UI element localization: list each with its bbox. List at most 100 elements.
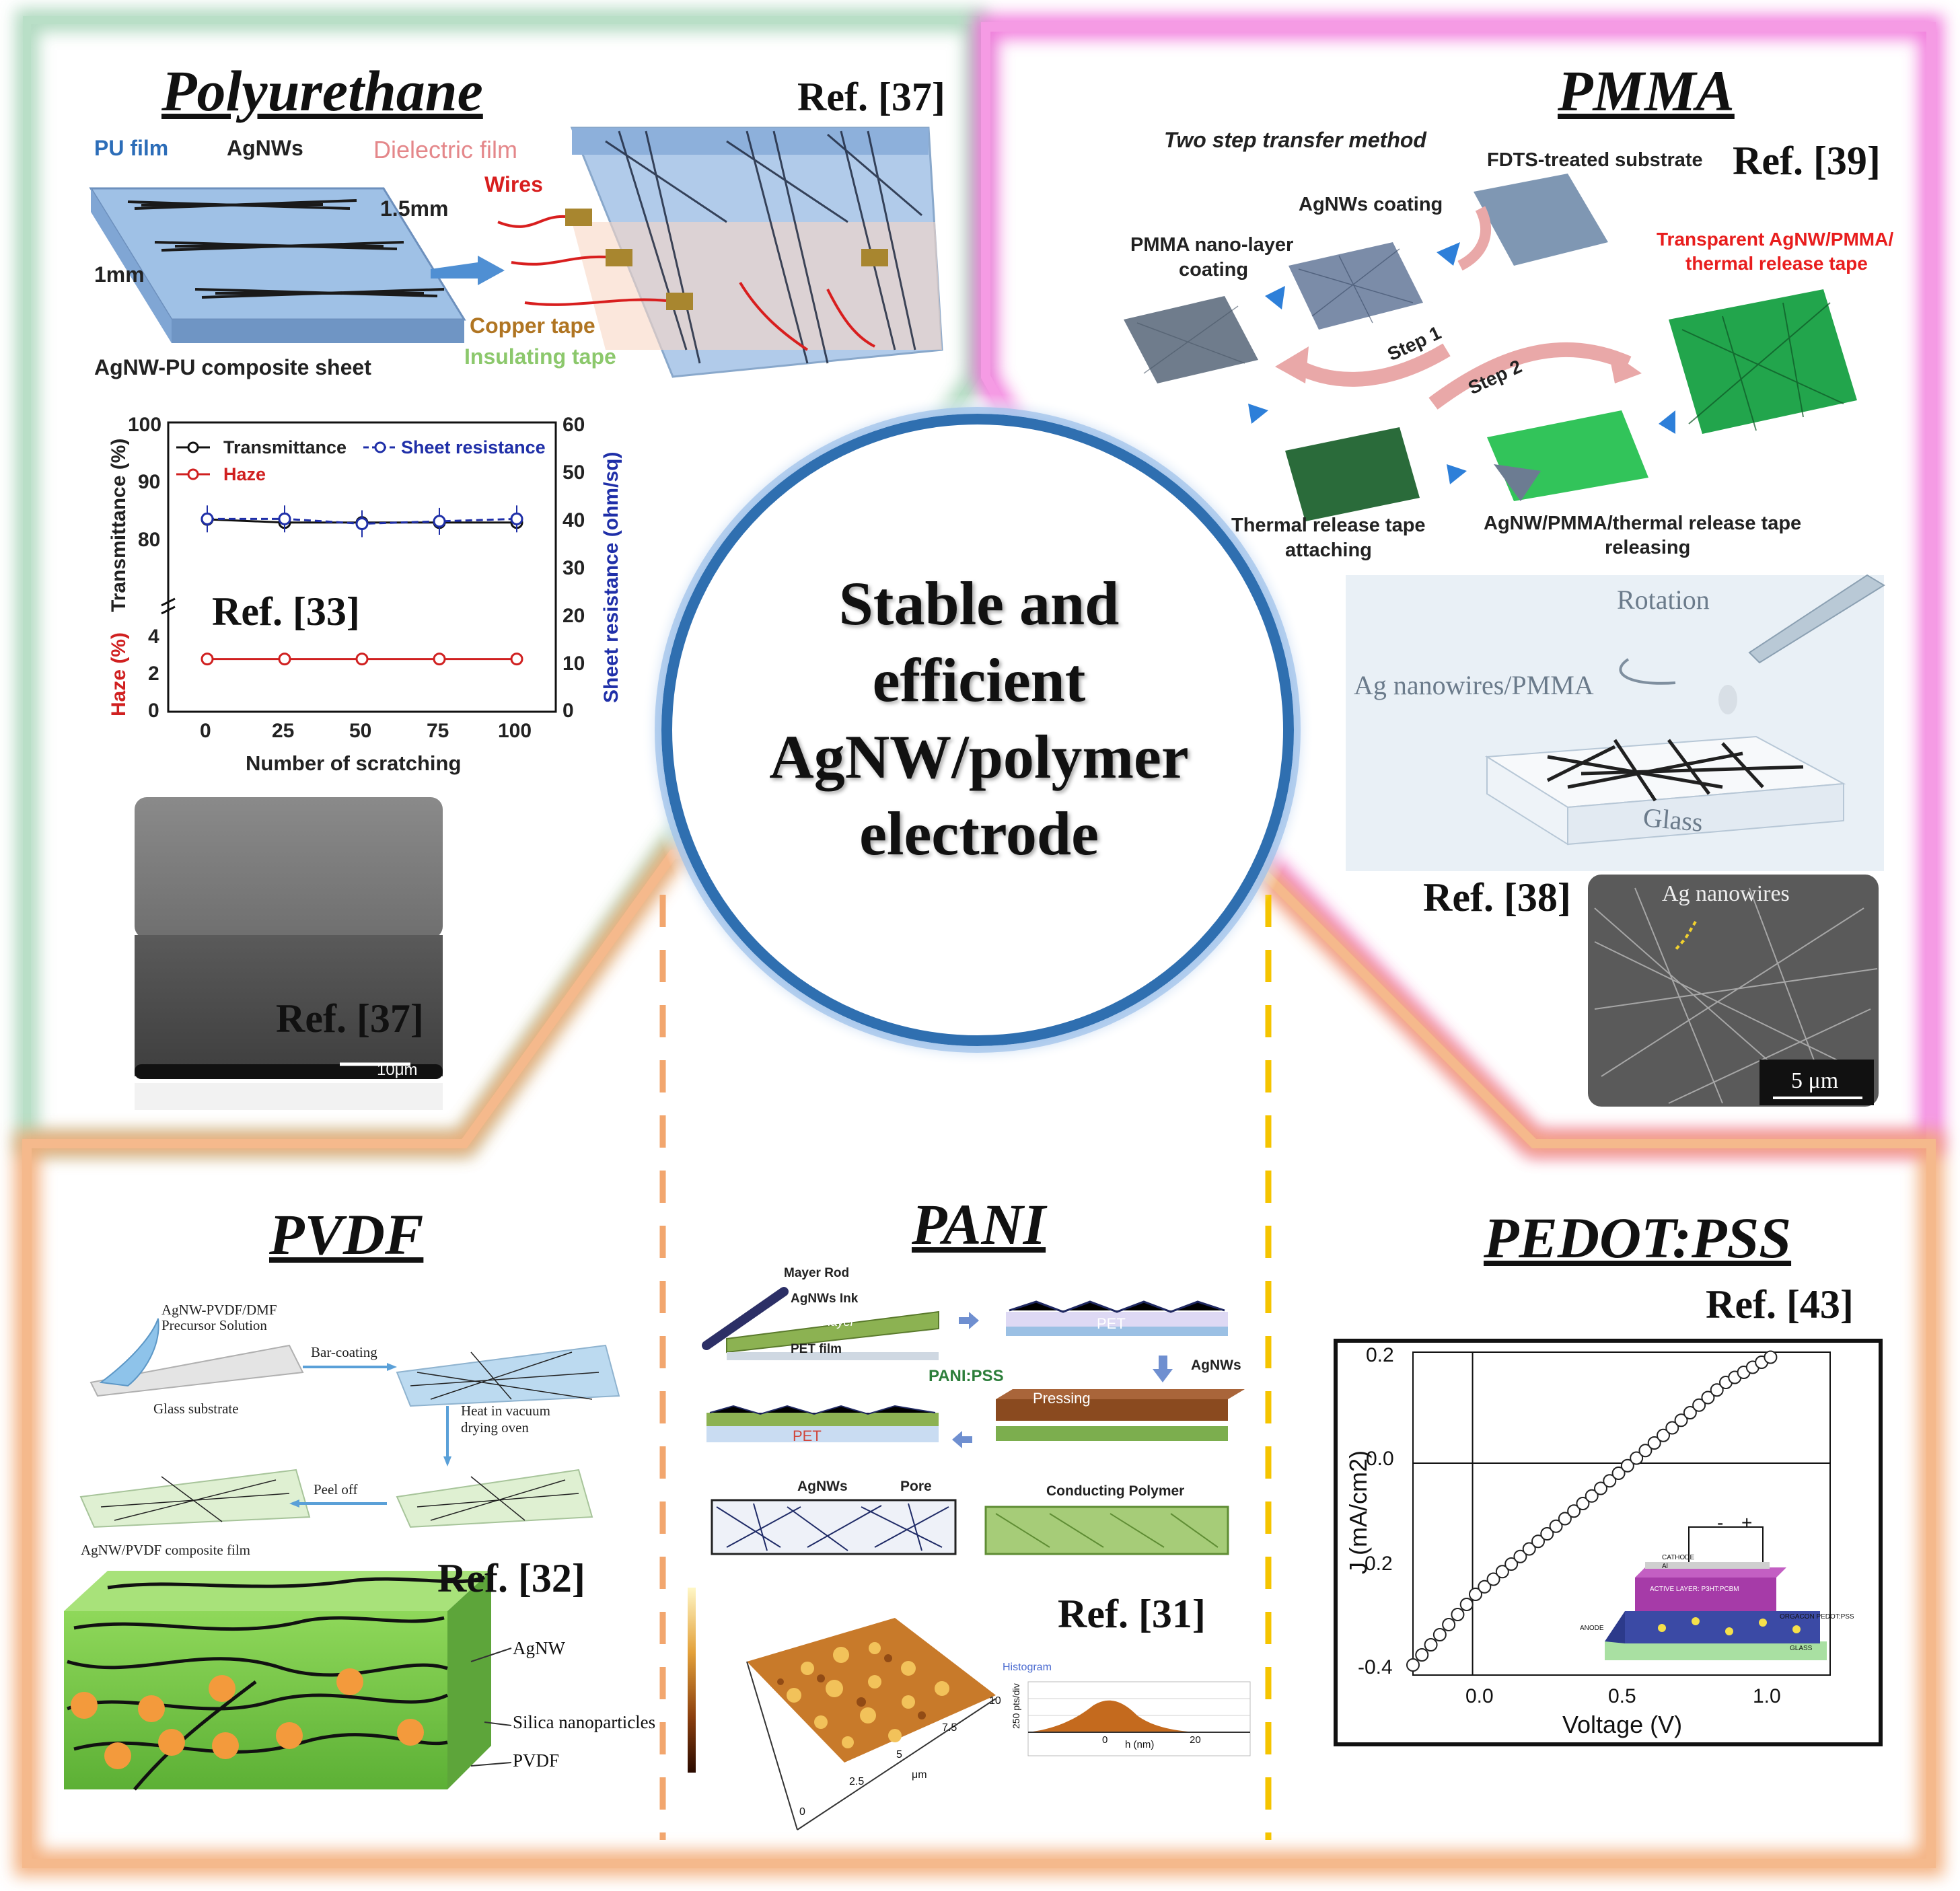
pmma-sem-nanowires-label: Ag nanowires — [1662, 881, 1790, 906]
pmma-transparent-label-1: Transparent AgNW/PMMA/ — [1657, 229, 1894, 250]
pu-y-axis-label-bottom: Haze (%) — [108, 632, 130, 716]
pedot-data-point — [1683, 1406, 1697, 1419]
pani-mayer-label: Mayer Rod — [784, 1266, 850, 1280]
pedot-cathode-sub-label: Al — [1662, 1563, 1668, 1570]
pvdf-process-schematic — [79, 1318, 620, 1528]
pedot-y-axis-label: J (mA/cm2) — [1344, 1450, 1372, 1574]
pmma-two-step-schematic — [1124, 174, 1857, 521]
pedot-data-point — [1620, 1458, 1634, 1473]
pu-right-tick-10: 10 — [562, 653, 585, 675]
pmma-sem-image — [1588, 875, 1879, 1107]
pedot-glass-label: GLASS — [1790, 1645, 1813, 1652]
pu-x-tick-0: 0 — [200, 720, 211, 742]
pedot-data-point — [1665, 1421, 1679, 1435]
pu-right-tick-40: 40 — [562, 509, 585, 531]
pani-ref: Ref. [31] — [1058, 1592, 1206, 1636]
pu-ref-top: Ref. [37] — [797, 75, 945, 119]
pedot-organic-label: ORGACON PEDOT:PSS — [1780, 1613, 1854, 1621]
pvdf-heat-label-1: Heat in vacuum — [461, 1403, 550, 1419]
pedot-data-point — [1459, 1598, 1474, 1611]
pu-film-label: PU film — [94, 136, 169, 160]
pani-pressing-label: Pressing — [1033, 1390, 1091, 1407]
pedot-data-point — [1432, 1628, 1447, 1641]
pu-x-axis-label: Number of scratching — [246, 751, 462, 775]
pu-right-tick-30: 30 — [562, 557, 585, 579]
pu-data-point — [433, 653, 446, 666]
pedot-data-point — [1638, 1444, 1653, 1458]
pu-legend-transmittance: Transmittance — [223, 437, 347, 457]
pani-pet-label: PET — [1097, 1315, 1126, 1332]
pmma-method-label: Two step transfer method — [1164, 128, 1426, 152]
pedot-data-point — [1424, 1638, 1438, 1652]
pani-title: PANI — [912, 1192, 1046, 1257]
pmma-ref-top: Ref. [39] — [1733, 139, 1881, 183]
center-title-line-4: electrode — [859, 799, 1099, 868]
pedot-data-point — [1585, 1489, 1599, 1503]
pvdf-silica-label: Silica nanoparticles — [513, 1712, 656, 1732]
pedot-data-point — [1674, 1413, 1688, 1427]
pu-sem-scale: 10μm — [377, 1061, 418, 1079]
pu-left-tick-100: 100 — [128, 414, 162, 436]
pani-afm-tick-5: 5 — [896, 1749, 902, 1760]
pmma-ref-38: Ref. [38] — [1423, 875, 1571, 920]
pmma-spin-coat-image — [1346, 574, 1885, 871]
pu-data-point — [510, 512, 523, 525]
pmma-thermal-label-2: attaching — [1285, 540, 1372, 561]
pmma-ag-pmma-label: Ag nanowires/PMMA — [1354, 670, 1594, 700]
pmma-nano-layer-label-1: PMMA nano-layer — [1130, 234, 1294, 256]
pani-hist-tick-0: 0 — [1102, 1734, 1108, 1746]
pedot-data-point — [1594, 1481, 1607, 1495]
pu-agnws-label: AgNWs — [227, 136, 303, 160]
pu-x-tick-100: 100 — [498, 720, 532, 742]
pvdf-peel-label: Peel off — [314, 1481, 358, 1497]
pmma-glass-label: Glass — [1642, 802, 1704, 838]
pedot-y-tick-0-2: 0.2 — [1366, 1344, 1394, 1366]
pedot-x-tick-1-0: 1.0 — [1753, 1685, 1781, 1707]
pvdf-bar-coating-label: Bar-coating — [311, 1344, 377, 1360]
center-title-line-3: AgNW/polymer — [769, 722, 1189, 791]
pu-data-point — [201, 653, 214, 666]
pedot-data-point — [1478, 1580, 1492, 1594]
pani-ink-label: AgNWs Ink — [791, 1292, 859, 1306]
center-title-line-1: Stable and — [838, 569, 1120, 638]
pedot-data-point — [1611, 1467, 1626, 1480]
pedot-data-point — [1486, 1572, 1500, 1586]
pedot-data-point — [1603, 1474, 1617, 1488]
center-title: Stable and efficient AgNW/polymer electr… — [713, 565, 1245, 872]
pedot-active-label: ACTIVE LAYER: P3HT:PCBM — [1650, 1586, 1739, 1593]
pu-data-point — [355, 517, 369, 530]
pedot-data-point — [1630, 1451, 1644, 1465]
pvdf-agnw-label: AgNW — [513, 1638, 565, 1658]
pu-ref-chart: Ref. [33] — [212, 589, 360, 634]
pu-chart-frame — [161, 421, 557, 713]
pu-copper-label: Copper tape — [470, 313, 595, 338]
pani-panipss-label: PANI:PSS — [929, 1367, 1004, 1385]
pu-x-tick-75: 75 — [427, 720, 449, 742]
pedot-title: PEDOT:PSS — [1484, 1206, 1792, 1270]
pvdf-title: PVDF — [269, 1202, 424, 1267]
pedot-data-point — [1540, 1527, 1554, 1541]
pani-afm-tick-7-5: 7.5 — [942, 1722, 957, 1734]
pu-x-tick-25: 25 — [272, 720, 295, 742]
pu-data-point — [278, 512, 291, 525]
pani-afm-tick-0: 0 — [799, 1806, 805, 1818]
pani-pet-film-label: PET film — [791, 1342, 842, 1356]
pu-data-point — [201, 512, 214, 525]
pu-title: Polyurethane — [161, 59, 483, 123]
pu-dim-1-5mm: 1.5mm — [380, 196, 449, 221]
pedot-data-point — [1495, 1565, 1509, 1579]
pvdf-ref: Ref. [32] — [437, 1556, 585, 1600]
pani-histogram — [1027, 1681, 1251, 1756]
pedot-y-tick-neg-0-2: -0.2 — [1358, 1553, 1393, 1575]
pu-right-tick-0: 0 — [562, 700, 574, 722]
pmma-releasing-label-1: AgNW/PMMA/thermal release tape — [1484, 513, 1802, 534]
pu-legend-haze: Haze — [223, 464, 266, 484]
pu-sem-image — [135, 797, 443, 1110]
orange-panel-border — [14, 842, 1944, 1876]
pedot-y-tick-neg-0-4: -0.4 — [1358, 1656, 1393, 1678]
pvdf-glass-substrate-label: Glass substrate — [153, 1401, 239, 1417]
pani-pore-label: Pore — [900, 1479, 932, 1494]
pmma-rotation-label: Rotation — [1617, 585, 1710, 615]
pedot-plus-label: + — [1741, 1512, 1753, 1533]
